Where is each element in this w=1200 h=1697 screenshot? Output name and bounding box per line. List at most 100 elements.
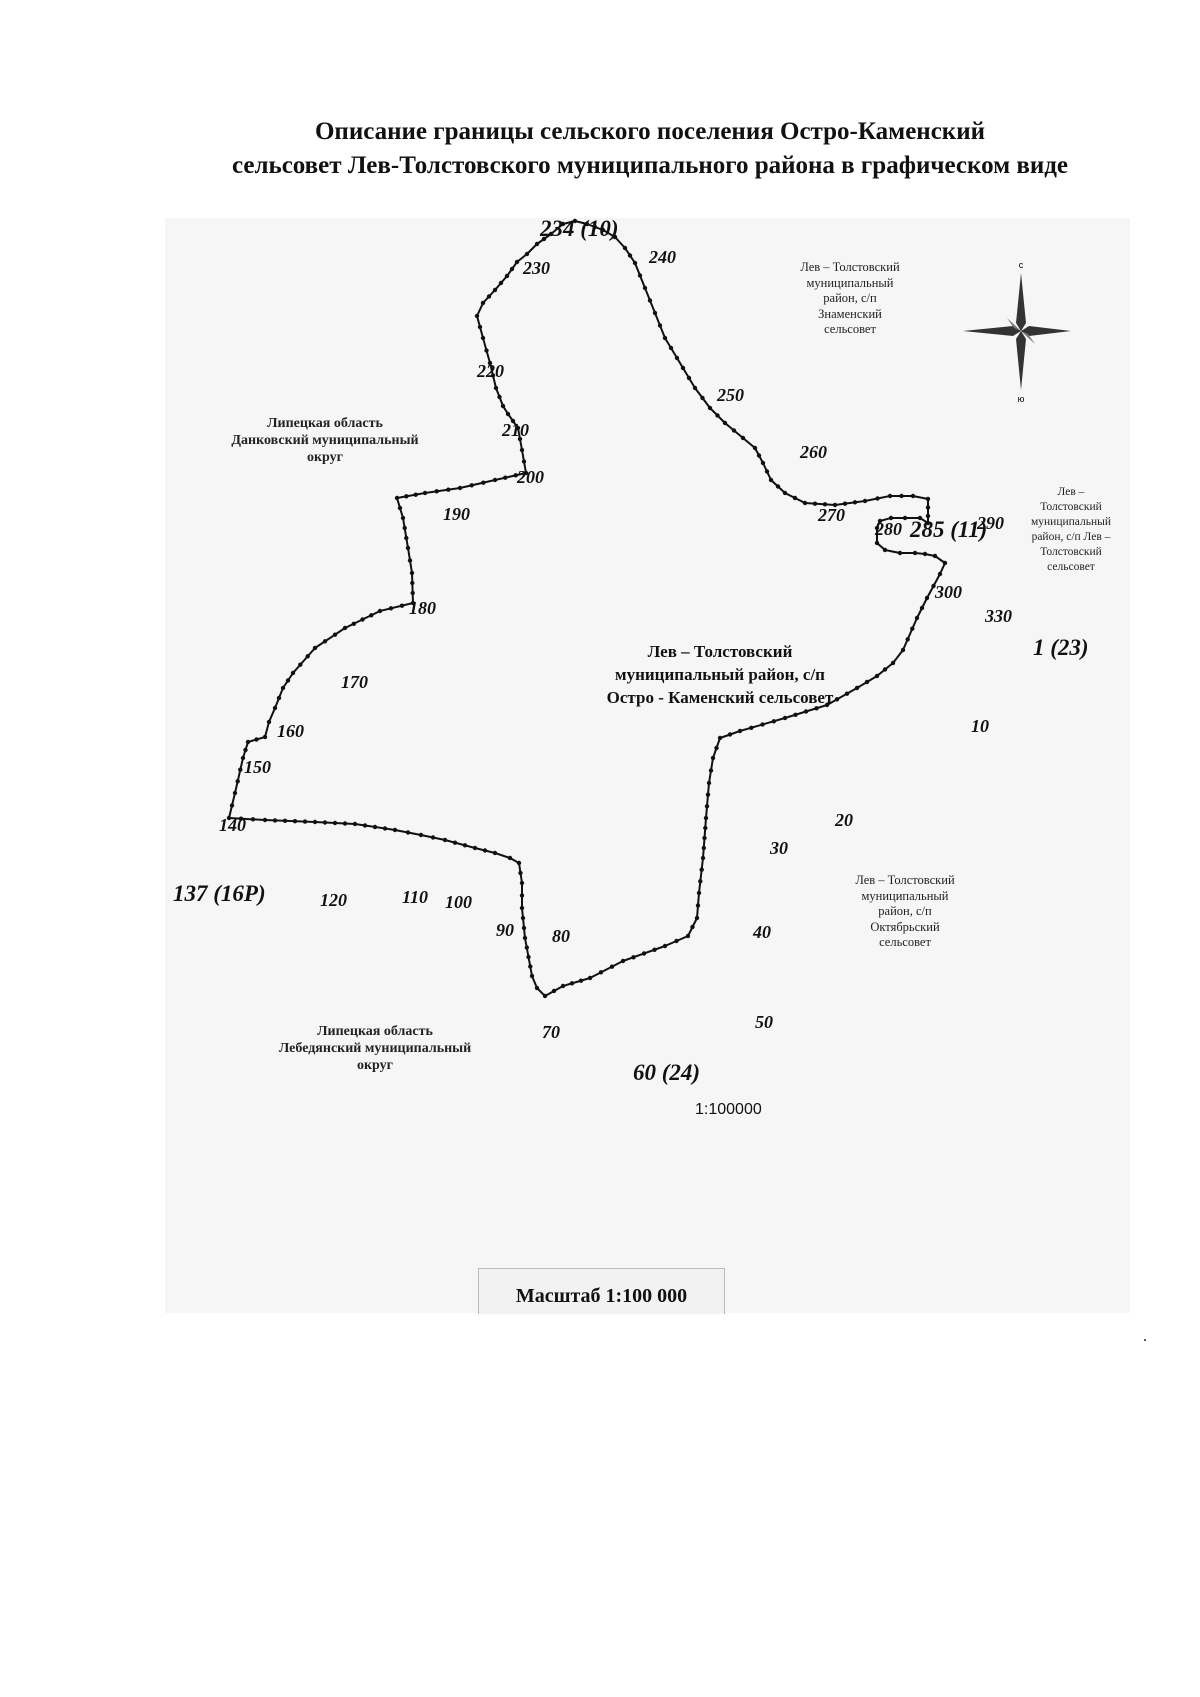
boundary-vertex: [434, 489, 439, 494]
boundary-vertex: [352, 821, 358, 827]
boundary-vertex: [477, 324, 483, 330]
boundary-point-label: 285 (11): [909, 517, 987, 542]
boundary-vertex: [526, 954, 531, 960]
boundary-vertex: [560, 221, 566, 227]
center-label-line: Остро - Каменский сельсовет: [606, 688, 834, 707]
boundary-vertex: [332, 632, 338, 637]
boundary-vertex: [914, 615, 920, 621]
boundary-vertex: [245, 739, 251, 745]
boundary-vertex: [407, 558, 413, 563]
boundary-point-label: 170: [341, 672, 368, 692]
boundary-vertex: [280, 685, 286, 691]
boundary-point-label: 220: [476, 361, 504, 381]
boundary-point-label: 40: [752, 922, 771, 942]
boundary-vertex: [518, 870, 523, 876]
boundary-vertex: [521, 925, 527, 931]
label-line: Лев – Толстовский: [800, 260, 900, 274]
boundary-vertex: [481, 480, 486, 485]
boundary-vertex: [266, 719, 272, 725]
boundary-vertex: [524, 251, 530, 257]
boundary-point-label: 50: [755, 1012, 773, 1032]
boundary-vertex: [298, 662, 303, 667]
boundary-vertex: [254, 737, 259, 742]
boundary-vertex: [482, 848, 488, 853]
boundary-vertex: [874, 673, 880, 679]
boundary-vertex: [700, 395, 705, 401]
boundary-vertex: [792, 495, 798, 501]
label-line: Толстовский: [1040, 501, 1102, 513]
boundary-point-label: 90: [496, 920, 514, 940]
boundary-vertex: [418, 832, 424, 838]
boundary-vertex: [760, 460, 766, 466]
boundary-vertex: [631, 955, 636, 960]
boundary-vertex: [404, 535, 409, 541]
boundary-vertex: [534, 241, 540, 247]
boundary-vertex: [699, 867, 704, 872]
boundary-vertex: [922, 551, 928, 557]
boundary-vertex: [399, 603, 405, 608]
boundary-vertex: [768, 477, 774, 483]
boundary-vertex: [652, 947, 657, 952]
boundary-vertex: [703, 815, 709, 821]
settlement-boundary-line: [228, 220, 946, 997]
boundary-vertex: [342, 821, 348, 826]
label-line: Лев – Толстовский: [855, 873, 955, 887]
boundary-point-label: 250: [716, 385, 744, 405]
boundary-vertex: [705, 792, 711, 797]
boundary-vertex: [397, 505, 403, 511]
boundary-vertex: [487, 360, 493, 366]
boundary-vertex: [874, 540, 880, 546]
boundary-vertex: [524, 945, 529, 950]
boundary-vertex: [513, 473, 518, 478]
boundary-vertex: [498, 280, 504, 286]
compass-rose-icon: с ю: [963, 260, 1071, 404]
boundary-vertex: [285, 678, 291, 683]
boundary-point-label: 20: [834, 810, 853, 830]
boundary-vertex: [737, 728, 743, 734]
boundary-vertex: [842, 501, 848, 506]
neighbor-label-lebedyan: Липецкая область Лебедянский муниципальн…: [255, 1023, 495, 1074]
boundary-vertex: [569, 981, 575, 986]
boundary-vertex: [409, 570, 415, 576]
boundary-vertex: [497, 394, 502, 400]
boundary-vertex: [824, 702, 830, 708]
boundary-vertex: [749, 725, 754, 730]
boundary-vertex: [342, 625, 348, 631]
boundary-point-label: 234 (10): [539, 218, 619, 241]
boundary-vertex: [722, 420, 728, 426]
boundary-vertex: [674, 938, 679, 944]
boundary-vertex: [897, 550, 903, 556]
boundary-vertex: [752, 445, 758, 451]
boundary-vertex: [642, 285, 648, 291]
boundary-vertex: [484, 348, 489, 353]
boundary-vertex: [516, 860, 522, 866]
boundary-vertex: [514, 259, 520, 265]
boundary-vertex: [548, 231, 554, 237]
boundary-vertex: [521, 459, 527, 464]
boundary-vertex: [888, 515, 894, 521]
boundary-vertex: [469, 483, 474, 488]
boundary-vertex: [388, 606, 394, 611]
boundary-vertex: [657, 323, 663, 328]
label-line: район, с/п: [878, 904, 932, 918]
boundary-vertex: [899, 493, 904, 499]
boundary-vertex: [410, 590, 415, 596]
boundary-vertex: [668, 345, 674, 351]
boundary-vertex: [522, 935, 528, 941]
boundary-vertex: [925, 496, 931, 502]
boundary-point-label: 80: [552, 926, 570, 946]
label-line: район, с/п Лев –: [1031, 531, 1111, 543]
boundary-vertex: [598, 970, 604, 975]
boundary-vertex: [882, 547, 888, 553]
compass-south-label: ю: [1018, 394, 1025, 404]
boundary-vertex: [592, 224, 598, 230]
boundary-vertex: [622, 245, 628, 251]
center-label-line: муниципальный район, с/п: [615, 665, 825, 684]
boundary-vertex: [627, 253, 633, 258]
boundary-vertex: [931, 583, 936, 589]
boundary-vertex: [523, 470, 529, 476]
boundary-point-label: 120: [320, 890, 347, 910]
boundary-vertex: [332, 820, 338, 826]
boundary-vertex: [701, 845, 706, 851]
boundary-vertex: [782, 715, 788, 721]
